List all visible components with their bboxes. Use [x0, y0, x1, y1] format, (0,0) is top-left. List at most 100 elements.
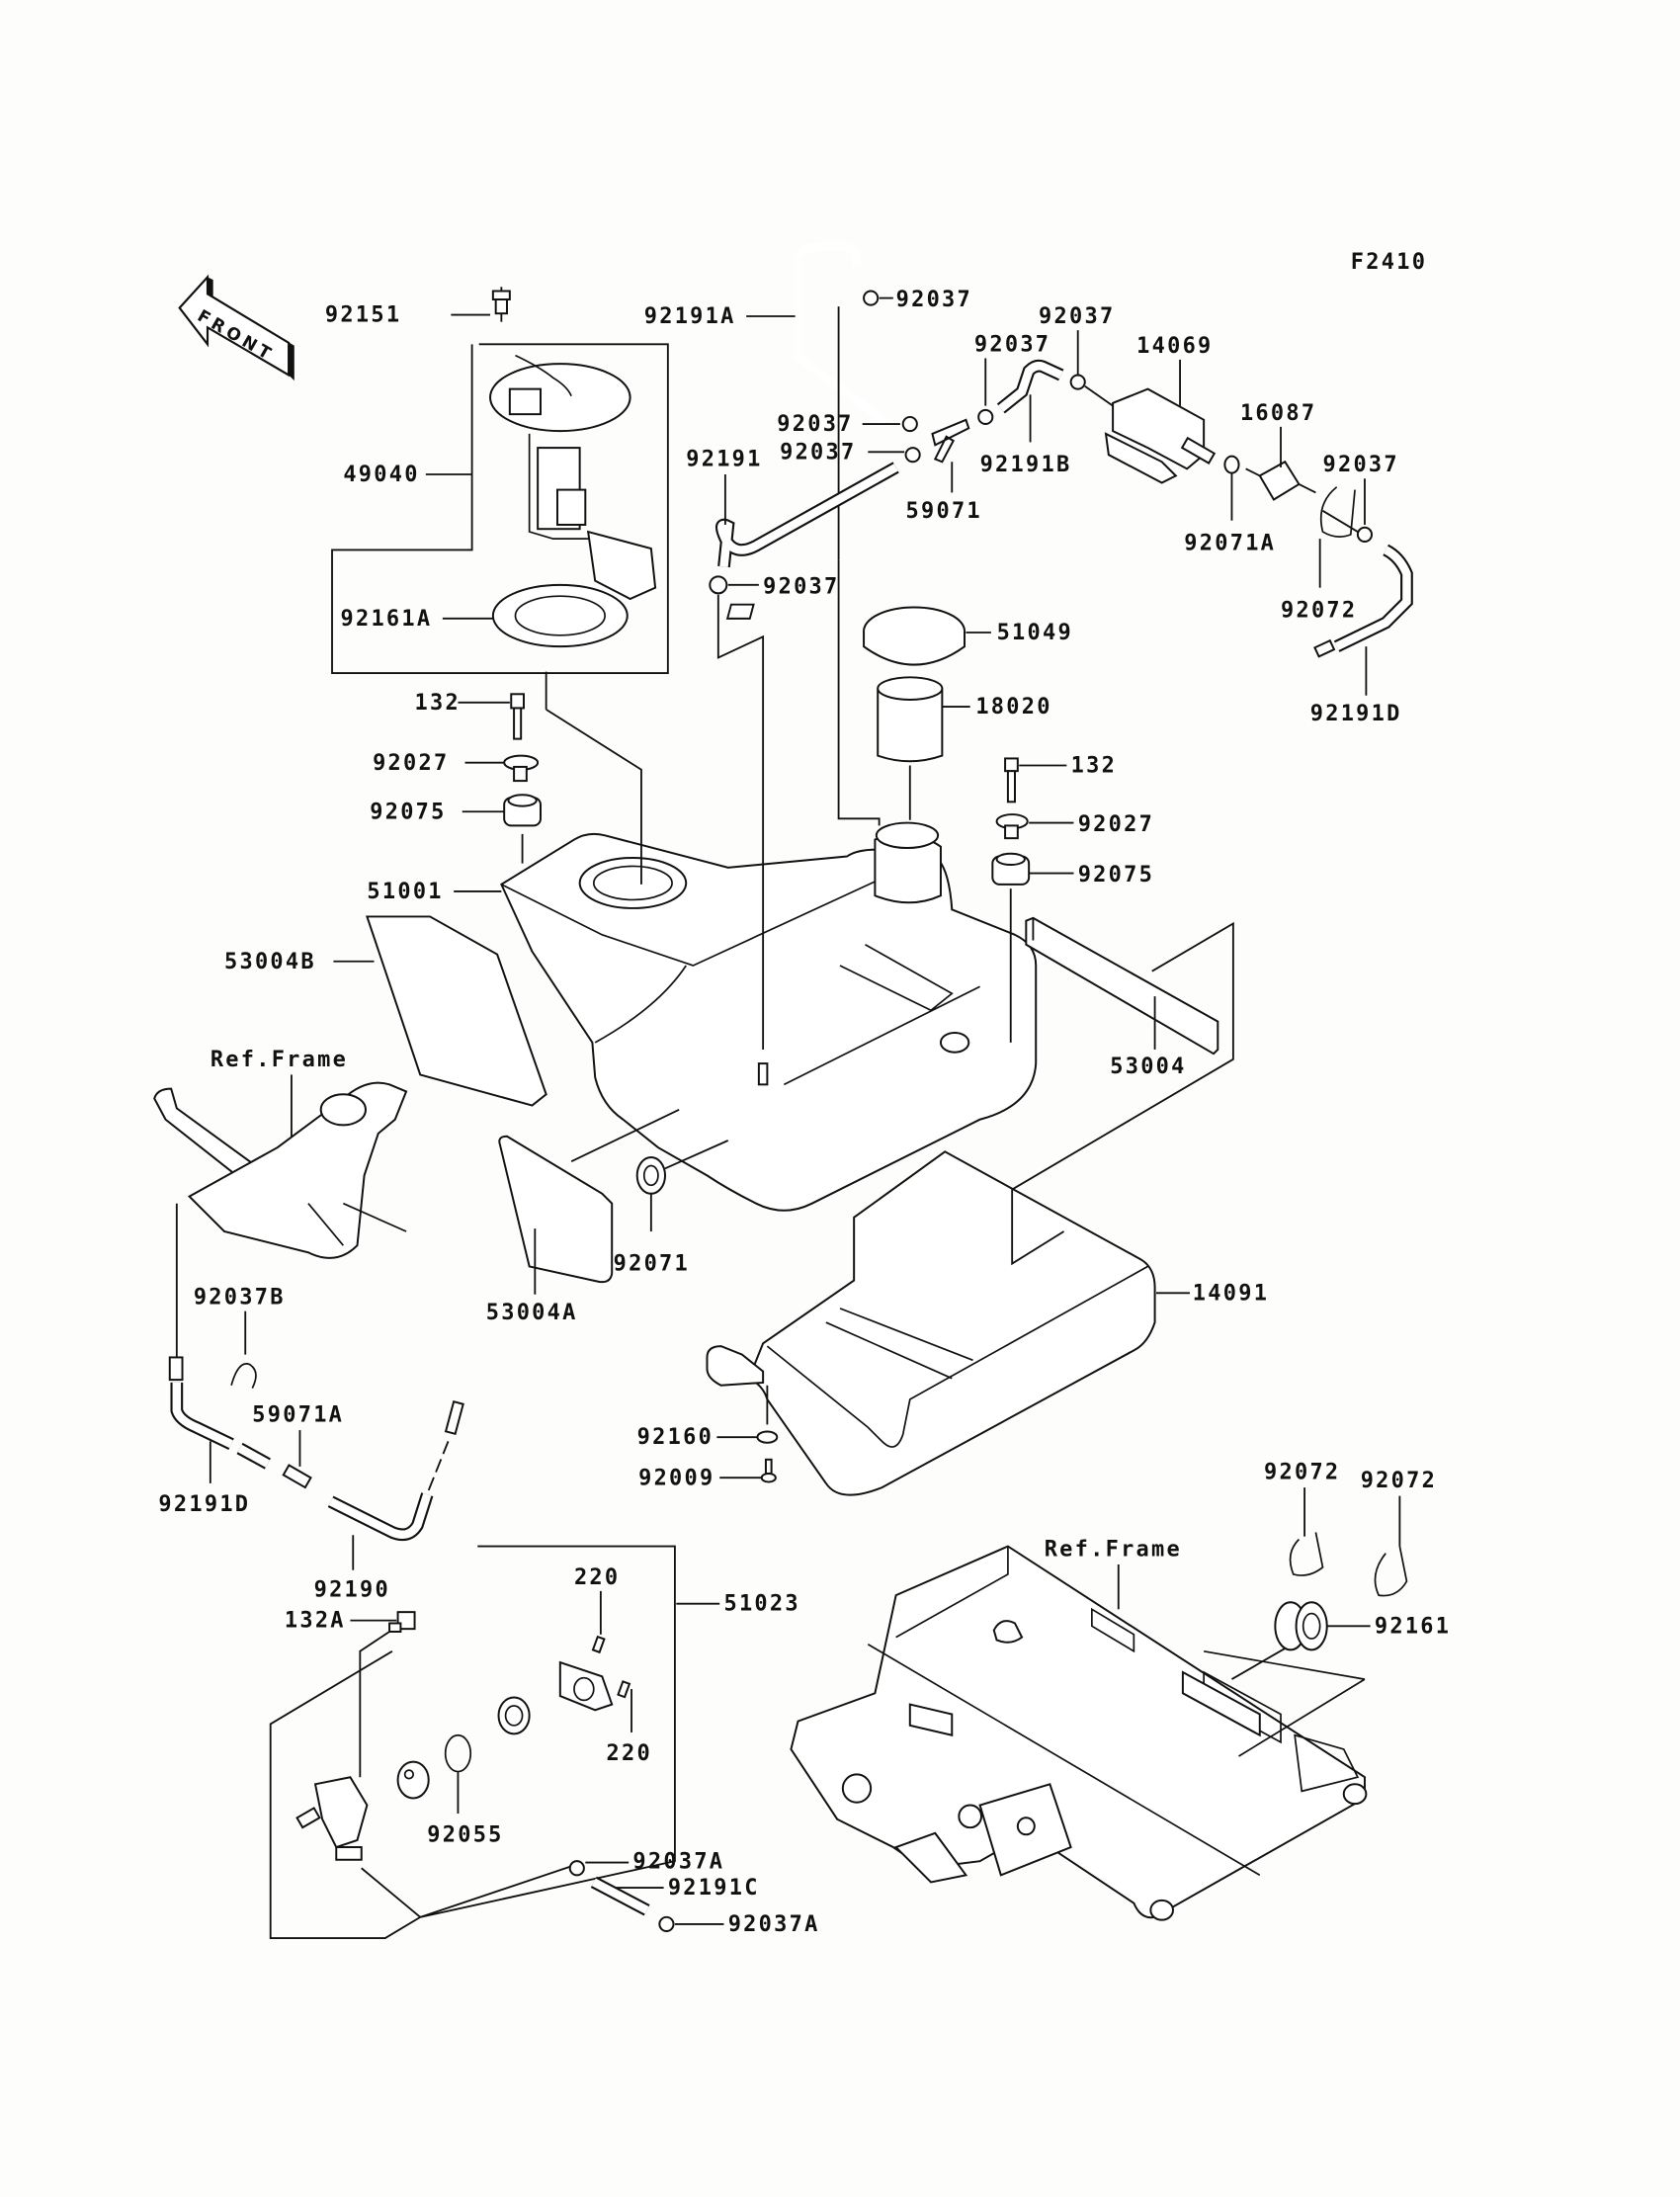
- label-132-left: 132: [415, 691, 461, 716]
- grommet-92075-icon: [503, 794, 542, 827]
- label-220-top: 220: [574, 1565, 620, 1590]
- screw-220-icon: [591, 1635, 631, 1699]
- bolt-132A-icon: [388, 1611, 416, 1633]
- clamp-92037A-icon: [658, 1915, 675, 1932]
- label-16087: 16087: [1240, 401, 1316, 426]
- grommet-92075-right-icon: [991, 852, 1031, 886]
- clamp-92037A-icon: [568, 1860, 585, 1877]
- ref-frame-label-right: Ref.Frame: [1045, 1538, 1182, 1563]
- label-92037-mid2: 92037: [780, 440, 856, 465]
- collar-92027-right-icon: [995, 813, 1029, 840]
- label-92071: 92071: [614, 1252, 690, 1277]
- fuel-hose-92191D-top: [1313, 544, 1413, 658]
- breather-hose-92191A: [794, 241, 889, 427]
- flange-icon: [558, 1660, 614, 1712]
- label-220-bottom: 220: [607, 1741, 652, 1766]
- packing-icon: [396, 1760, 430, 1800]
- label-132A: 132A: [285, 1609, 346, 1634]
- o-ring-92055-icon: [444, 1733, 472, 1773]
- label-92037A-top: 92037A: [632, 1849, 724, 1874]
- strainer-icon: [497, 1696, 531, 1735]
- clamp-92037-icon: [904, 447, 921, 464]
- label-92037-c: 92037: [763, 574, 839, 599]
- clamp-92037-icon: [901, 415, 918, 433]
- clamp-92037-icon: [1356, 526, 1374, 543]
- clamp-92072-a-icon: [1289, 1532, 1324, 1576]
- fuel-filter-16087-icon: [1245, 460, 1316, 501]
- label-92055: 92055: [427, 1822, 503, 1847]
- front-arrow-icon: FRONT: [178, 274, 294, 381]
- label-92191D-top: 92191D: [1310, 702, 1402, 726]
- label-51023: 51023: [723, 1592, 799, 1617]
- figure-code: F2410: [1351, 250, 1427, 275]
- label-92160: 92160: [637, 1425, 714, 1450]
- label-53004A: 53004A: [486, 1301, 578, 1325]
- label-92075-right: 92075: [1078, 863, 1154, 887]
- clamp-92037-icon: [1069, 374, 1086, 390]
- label-92027-left: 92027: [373, 751, 449, 776]
- clamp-92037-icon: [977, 408, 994, 426]
- label-92037-right: 92037: [1322, 453, 1398, 477]
- label-51001: 51001: [367, 880, 443, 904]
- label-14091: 14091: [1193, 1281, 1269, 1306]
- fuel-tank-51001: [500, 821, 1038, 1212]
- bolt-132-icon: [510, 693, 525, 740]
- label-59071: 59071: [906, 499, 982, 524]
- pad-53004: [1025, 916, 1219, 1056]
- label-92161A: 92161A: [341, 607, 433, 632]
- screw-92009-icon: [760, 1458, 777, 1483]
- bolt-92151-icon: [491, 290, 511, 315]
- filter-bracket-14069: [1104, 387, 1217, 484]
- clamp-92037-icon: [709, 575, 728, 595]
- frame-segment-right: [790, 1545, 1368, 1921]
- fuel-hose-92190: [327, 1399, 464, 1542]
- grommet-92161-icon: [1274, 1601, 1328, 1651]
- pad-53004A: [498, 1135, 614, 1284]
- label-92037-a: 92037: [974, 332, 1050, 357]
- label-92037A-bottom: 92037A: [728, 1912, 820, 1937]
- collar-92027-icon: [503, 754, 540, 783]
- frame-segment-left: [153, 1081, 408, 1259]
- label-92151: 92151: [325, 303, 401, 328]
- label-92027-right: 92027: [1078, 812, 1154, 837]
- washer-92160-icon: [756, 1430, 779, 1444]
- label-92191: 92191: [686, 448, 762, 472]
- clamp-92037B-icon: [230, 1363, 257, 1389]
- label-92072-a: 92072: [1264, 1461, 1340, 1485]
- label-53004B: 53004B: [224, 950, 316, 974]
- label-92037-top: 92037: [896, 288, 972, 312]
- label-92191A: 92191A: [644, 304, 736, 329]
- joint-59071A-icon: [282, 1464, 312, 1489]
- label-92191C: 92191C: [668, 1876, 760, 1901]
- fuel-hose-92191C: [590, 1876, 650, 1916]
- label-92072-top: 92072: [1281, 598, 1357, 623]
- label-92037B: 92037B: [194, 1286, 286, 1310]
- label-92190: 92190: [314, 1578, 390, 1603]
- label-92191D-bottom: 92191D: [158, 1492, 250, 1517]
- label-132-right: 132: [1071, 754, 1117, 779]
- pad-53004B: [366, 915, 547, 1107]
- ref-frame-label-left: Ref.Frame: [210, 1048, 348, 1072]
- label-18020: 18020: [975, 695, 1051, 719]
- tee-joint-59071-icon: [931, 418, 970, 464]
- label-53004: 53004: [1110, 1055, 1186, 1079]
- label-92009: 92009: [638, 1466, 714, 1490]
- clamp-92037-icon: [863, 290, 880, 306]
- label-49040: 49040: [343, 463, 419, 487]
- label-92191B: 92191B: [980, 453, 1072, 477]
- label-92037-mid1: 92037: [777, 412, 853, 437]
- fuel-hose-92191D-bottom: [168, 1356, 271, 1470]
- breather-hose-92191: [714, 462, 899, 568]
- clamp-92072-icon: [1319, 486, 1356, 538]
- fuel-pump-assembly: [331, 287, 669, 674]
- clamp-92072-b-icon: [1374, 1546, 1408, 1597]
- label-59071A: 59071A: [252, 1403, 344, 1428]
- fuel-cap-51049: [725, 603, 966, 666]
- bolt-132-right-icon: [1004, 757, 1019, 803]
- grommet-92071-icon: [635, 1155, 667, 1195]
- damper-92071A-icon: [1223, 455, 1240, 474]
- label-92072-b: 92072: [1361, 1469, 1437, 1493]
- label-92037-b: 92037: [1039, 304, 1115, 329]
- breather-hose-92191B: [996, 359, 1064, 414]
